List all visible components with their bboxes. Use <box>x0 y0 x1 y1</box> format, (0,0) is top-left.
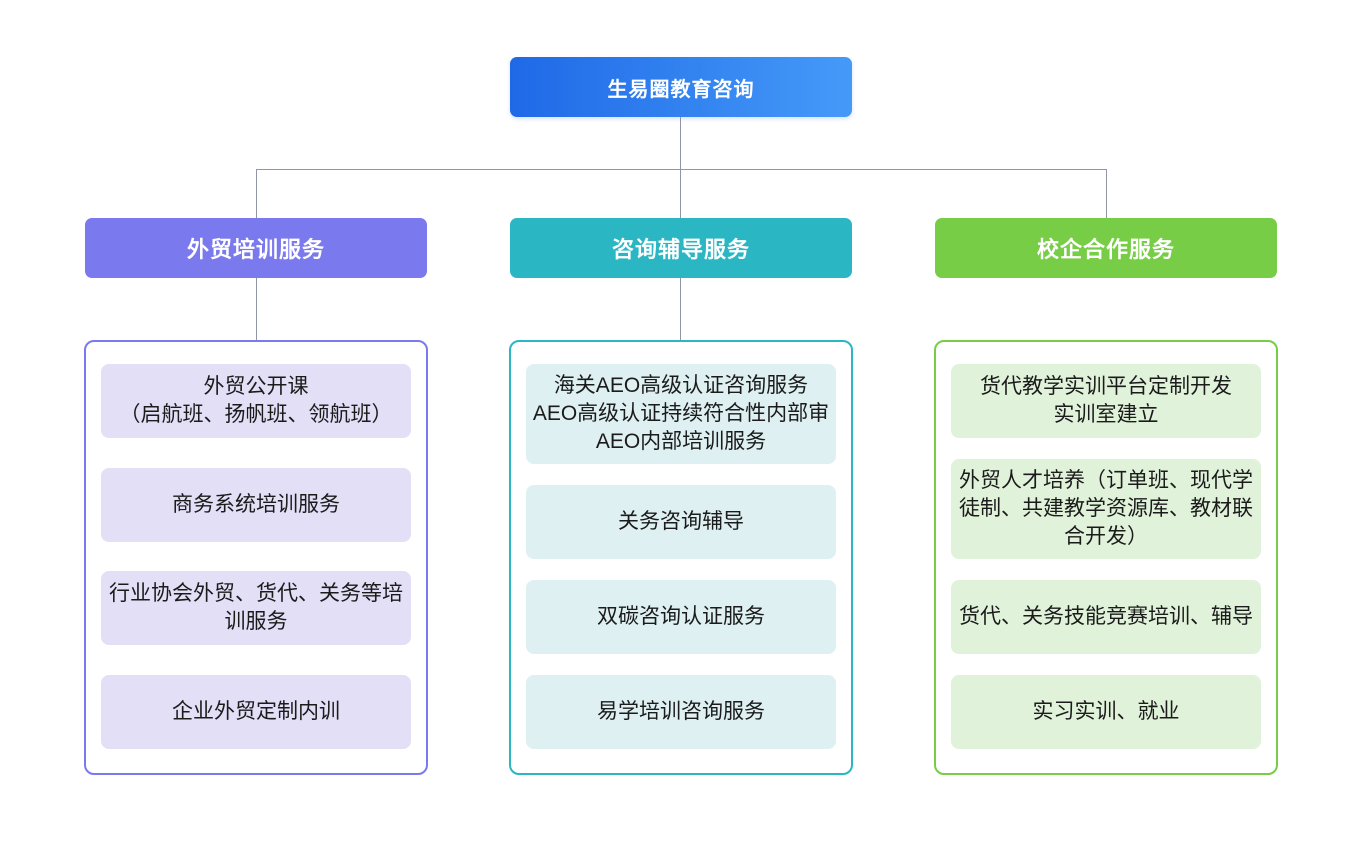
branch-header-school-enterprise: 校企合作服务 <box>935 218 1277 278</box>
connector-horizontal <box>256 169 1106 170</box>
branch-container-trade-training: 外贸公开课 （启航班、扬帆班、领航班） 商务系统培训服务 行业协会外贸、货代、关… <box>84 340 428 775</box>
service-item: 易学培训咨询服务 <box>526 675 836 749</box>
branch-header-trade-training: 外贸培训服务 <box>85 218 427 278</box>
service-item: 海关AEO高级认证咨询服务 AEO高级认证持续符合性内部审 AEO内部培训服务 <box>526 364 836 464</box>
connector-stub-left <box>256 169 257 218</box>
service-item: 双碳咨询认证服务 <box>526 580 836 654</box>
service-item: 关务咨询辅导 <box>526 485 836 559</box>
branch-header-label: 咨询辅导服务 <box>611 237 750 262</box>
branch-container-consulting-coaching: 海关AEO高级认证咨询服务 AEO高级认证持续符合性内部审 AEO内部培训服务 … <box>509 340 853 775</box>
service-item: 实习实训、就业 <box>951 675 1261 749</box>
connector-middle-header-to-list <box>680 278 681 340</box>
service-item: 商务系统培训服务 <box>101 467 411 542</box>
branch-header-label: 外贸培训服务 <box>186 237 325 262</box>
branch-container-school-enterprise: 货代教学实训平台定制开发 实训室建立 外贸人才培养（订单班、现代学徒制、共建教学… <box>934 340 1278 775</box>
service-item: 行业协会外贸、货代、关务等培训服务 <box>101 571 411 646</box>
service-item: 货代教学实训平台定制开发 实训室建立 <box>951 364 1261 438</box>
service-item: 企业外贸定制内训 <box>101 674 411 749</box>
service-item: 外贸公开课 （启航班、扬帆班、领航班） <box>101 364 411 438</box>
branch-header-label: 校企合作服务 <box>1036 237 1175 262</box>
service-item: 货代、关务技能竞赛培训、辅导 <box>951 580 1261 654</box>
root-node-label: 生易圈教育咨询 <box>607 78 755 101</box>
branch-header-consulting-coaching: 咨询辅导服务 <box>510 218 852 278</box>
root-node: 生易圈教育咨询 <box>510 57 852 117</box>
connector-left-header-to-list <box>256 278 257 340</box>
service-item: 外贸人才培养（订单班、现代学徒制、共建教学资源库、教材联合开发） <box>951 459 1261 559</box>
connector-stub-right <box>1106 169 1107 218</box>
connector-stub-middle <box>680 169 681 218</box>
connector-root-vertical <box>680 117 681 169</box>
